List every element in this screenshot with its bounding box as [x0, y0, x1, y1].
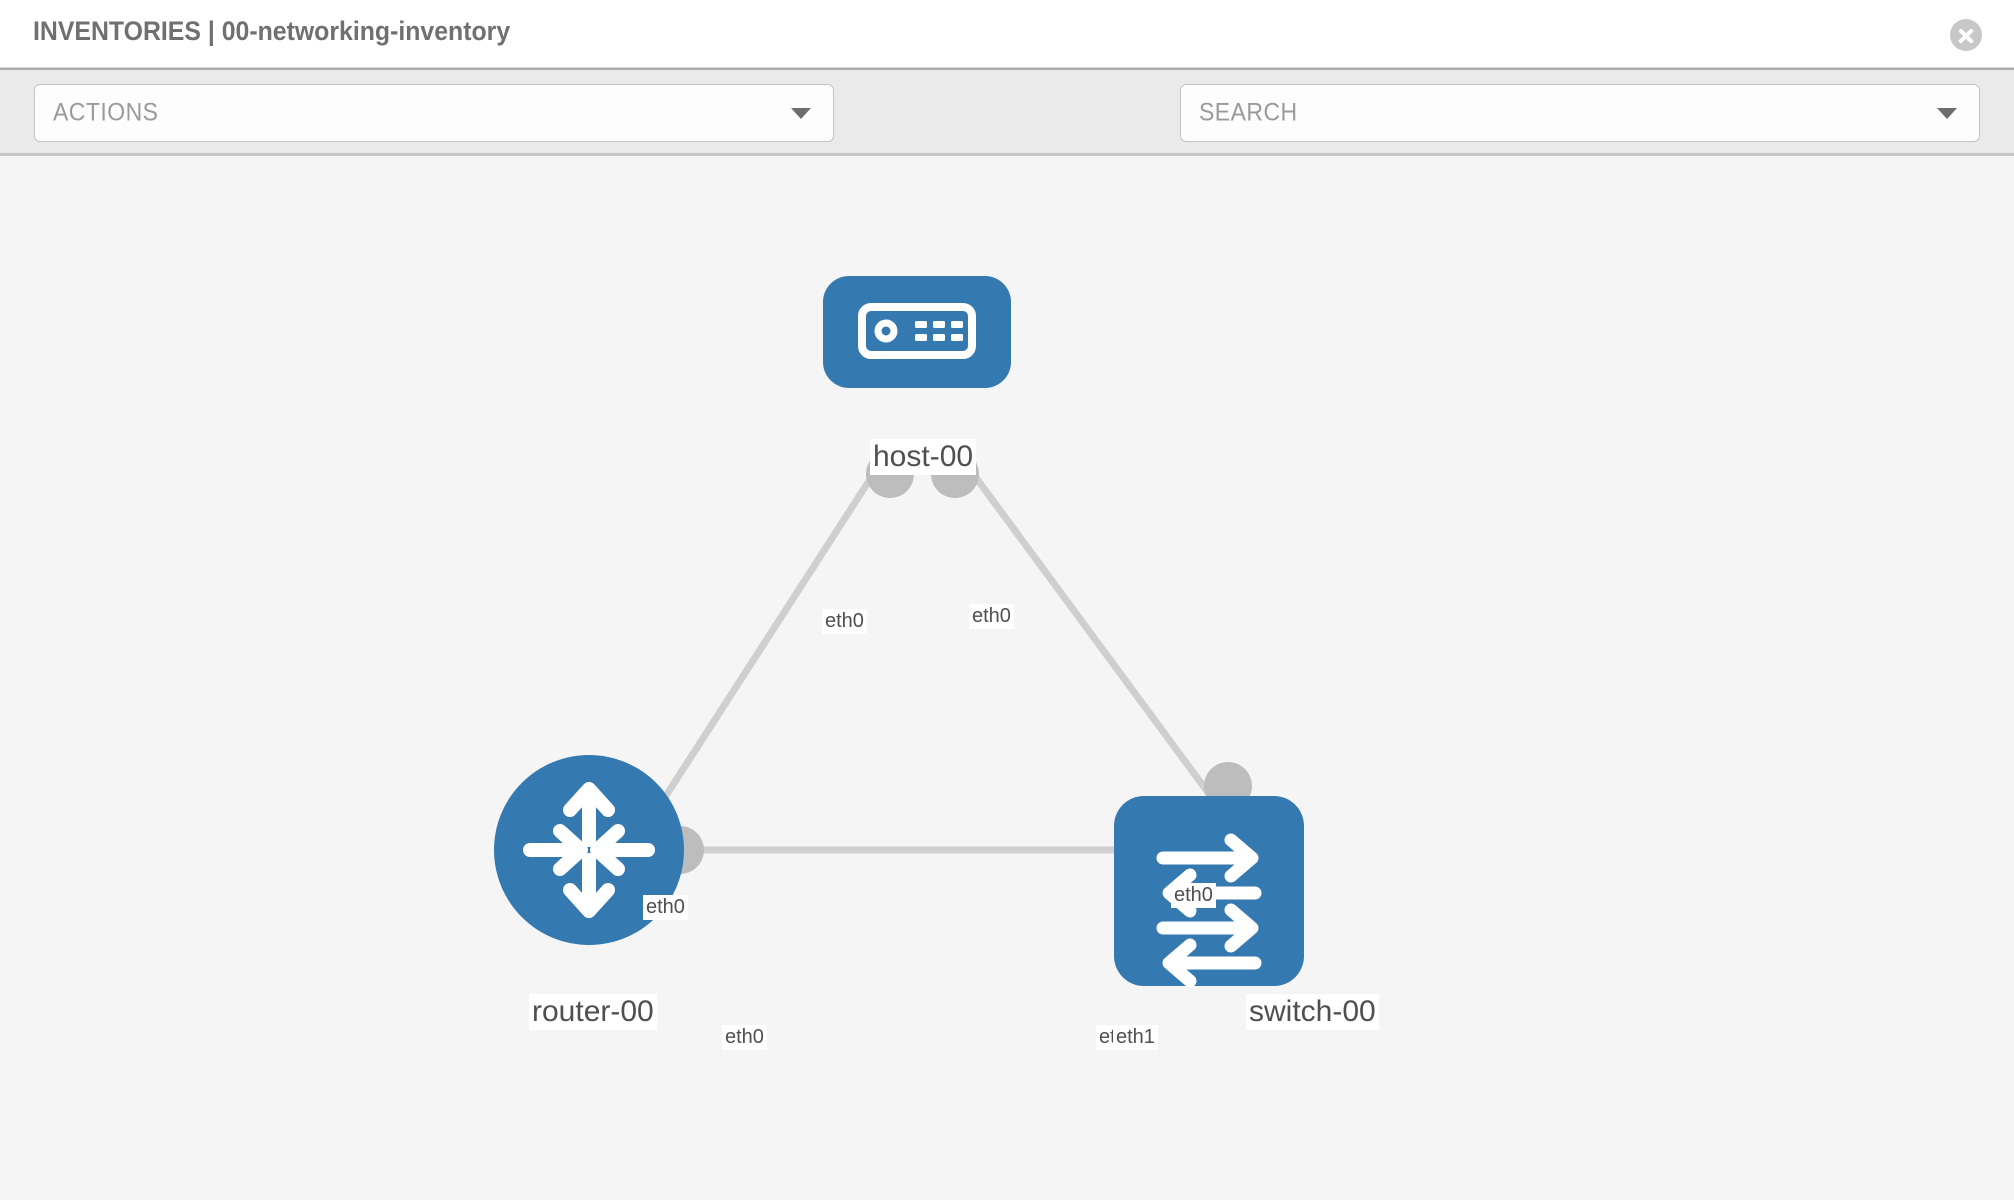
actions-dropdown-label: ACTIONS [53, 98, 159, 127]
search-input[interactable]: SEARCH [1180, 84, 1980, 142]
toolbar: ACTIONS SEARCH [0, 68, 2014, 200]
topology-graph [494, 276, 1304, 988]
chevron-down-icon [791, 108, 811, 119]
interface-label-router00-uplink-eth0[interactable]: eth0 [643, 895, 688, 920]
chevron-down-icon [1937, 108, 1957, 119]
interface-label-router00-eth0[interactable]: eth0 [722, 1025, 767, 1050]
node-router-00[interactable] [494, 755, 684, 945]
search-input-placeholder: SEARCH [1199, 98, 1298, 127]
actions-dropdown[interactable]: ACTIONS [34, 84, 834, 142]
close-icon[interactable] [1950, 19, 1982, 51]
node-label-host-00[interactable]: host-00 [870, 439, 977, 475]
node-label-switch-00[interactable]: switch-00 [1246, 994, 1379, 1030]
node-host-00[interactable] [823, 276, 1011, 388]
interface-label-switch00-eth1[interactable]: eth1 [1113, 1025, 1158, 1050]
interface-label-switch00-uplink-eth0[interactable]: eth0 [1171, 883, 1216, 908]
server-appliance-icon [858, 303, 976, 359]
topology-canvas[interactable]: host-00 router-00 switch-00 eth0 eth0 et… [0, 156, 2014, 1200]
link-group [637, 453, 1221, 854]
page-header: INVENTORIES | 00-networking-inventory [0, 0, 2014, 68]
router-arrows-icon [523, 782, 655, 918]
interface-label-host00-eth0-left[interactable]: eth0 [822, 609, 867, 634]
interface-label-host00-eth0-right[interactable]: eth0 [969, 604, 1014, 629]
node-label-router-00[interactable]: router-00 [529, 994, 657, 1030]
link-host00-switch00[interactable] [957, 453, 1221, 809]
link-host00-router00[interactable] [637, 454, 888, 838]
page-title: INVENTORIES | 00-networking-inventory [33, 16, 511, 46]
